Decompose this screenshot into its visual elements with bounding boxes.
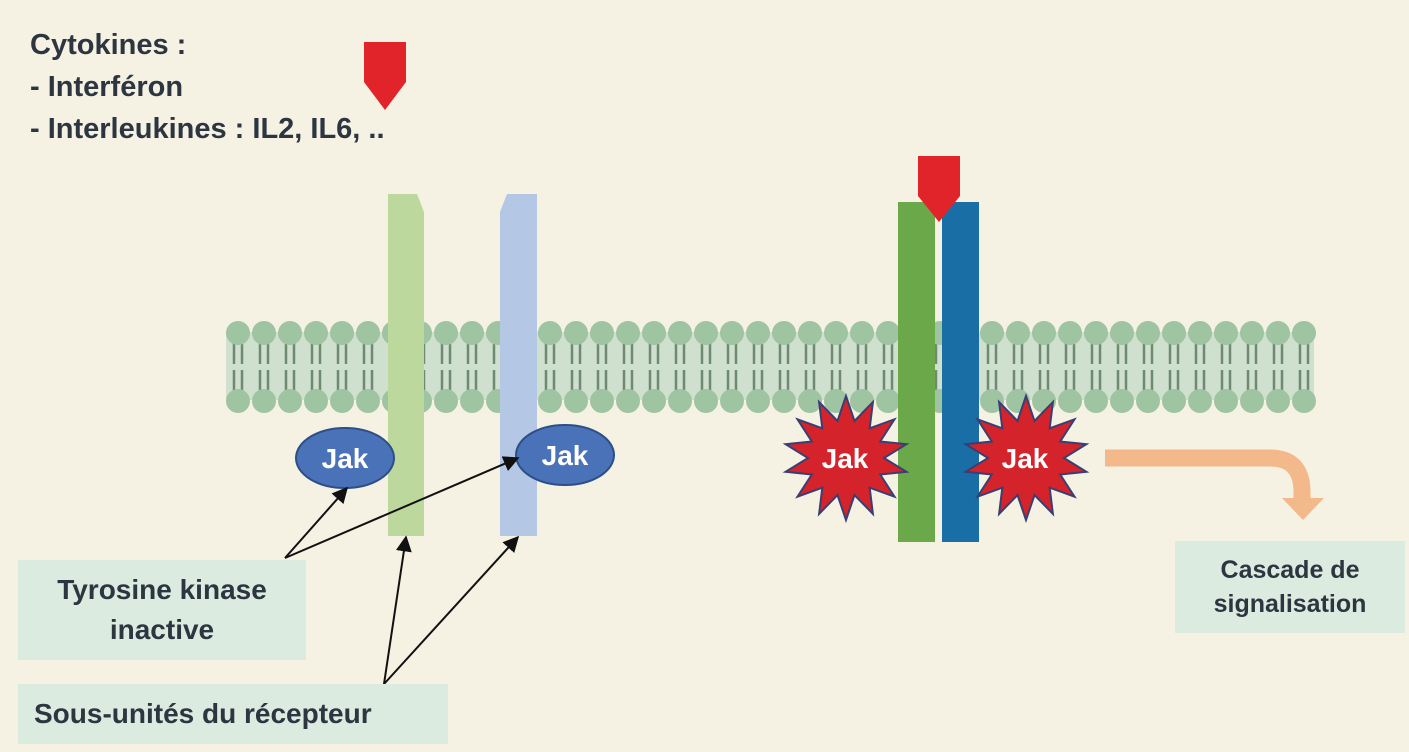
lipid-head xyxy=(1136,321,1160,345)
cytokines-legend: Cytokines : - Interféron - Interleukines… xyxy=(30,24,385,150)
lipid-head xyxy=(304,389,328,413)
lipid-head xyxy=(1110,321,1134,345)
signaling-cascade-label: Cascade de signalisation xyxy=(1175,541,1405,633)
lipid-head xyxy=(876,389,900,413)
lipid-head xyxy=(824,321,848,345)
tyrosine-kinase-line1: Tyrosine kinase xyxy=(57,574,267,605)
lipid-head xyxy=(564,321,588,345)
lipid-head xyxy=(1084,321,1108,345)
tyrosine-kinase-label: Tyrosine kinase inactive xyxy=(18,560,306,660)
jak-inactive-right: Jak xyxy=(515,424,615,486)
lipid-head xyxy=(1058,389,1082,413)
receptor-subunit-blue-inactive xyxy=(500,194,537,536)
lipid-head xyxy=(642,389,666,413)
jak-label: Jak xyxy=(542,440,589,471)
lipid-head xyxy=(1162,389,1186,413)
cascade-arrow xyxy=(1105,449,1324,520)
lipid-head xyxy=(850,321,874,345)
tyrosine-kinase-line2: inactive xyxy=(109,614,215,645)
cascade-line2: signalisation xyxy=(1213,590,1367,618)
jak-label: Jak xyxy=(1002,443,1049,474)
lipid-head xyxy=(590,321,614,345)
lipid-head xyxy=(1162,321,1186,345)
lipid-head xyxy=(590,389,614,413)
receptor-subunit-green-active xyxy=(898,202,935,542)
pointer-arrows xyxy=(284,456,520,685)
lipid-head xyxy=(876,321,900,345)
jak-active-left: Jak xyxy=(782,392,910,524)
lipid-head xyxy=(434,321,458,345)
lipid-head xyxy=(252,389,276,413)
lipid-head xyxy=(1188,389,1212,413)
cell-membrane xyxy=(226,321,1316,413)
lipid-head xyxy=(642,321,666,345)
lipid-head xyxy=(1136,389,1160,413)
lipid-head xyxy=(434,389,458,413)
lipid-head xyxy=(1084,389,1108,413)
jak-label: Jak xyxy=(822,443,869,474)
cytokine-item-interleukins: - Interleukines : IL2, IL6, .. xyxy=(30,113,385,145)
lipid-head xyxy=(798,321,822,345)
receptor-subunits-label: Sous-unités du récepteur xyxy=(18,684,448,744)
lipid-head xyxy=(1292,389,1316,413)
lipid-head xyxy=(278,321,302,345)
lipid-head xyxy=(538,321,562,345)
lipid-head xyxy=(330,389,354,413)
receptor-subunits-text: Sous-unités du récepteur xyxy=(34,698,372,729)
lipid-head xyxy=(668,389,692,413)
lipid-head xyxy=(1266,389,1290,413)
lipid-head xyxy=(278,389,302,413)
cascade-line1: Cascade de xyxy=(1220,556,1360,584)
lipid-head xyxy=(1058,321,1082,345)
lipid-head xyxy=(798,389,822,413)
receptor-subunit-green-inactive xyxy=(388,194,424,536)
lipid-head xyxy=(1266,321,1290,345)
jak-label: Jak xyxy=(322,443,369,474)
lipid-head xyxy=(1214,389,1238,413)
lipid-head xyxy=(226,321,250,345)
lipid-head xyxy=(772,389,796,413)
cytokines-heading: Cytokines : xyxy=(30,29,187,61)
cytokine-marker-free xyxy=(364,42,406,110)
lipid-head xyxy=(330,321,354,345)
lipid-head xyxy=(720,389,744,413)
lipid-head xyxy=(1240,321,1264,345)
lipid-head xyxy=(746,389,770,413)
lipid-head xyxy=(772,321,796,345)
lipid-head xyxy=(252,321,276,345)
lipid-head xyxy=(694,321,718,345)
lipid-head xyxy=(460,389,484,413)
lipid-head xyxy=(1032,321,1056,345)
lipid-head xyxy=(694,389,718,413)
jak-active-right: Jak xyxy=(962,392,1090,524)
jak-inactive-left: Jak xyxy=(295,427,395,489)
lipid-head xyxy=(538,389,562,413)
lipid-head xyxy=(980,389,1004,413)
lipid-head xyxy=(304,321,328,345)
receptor-subunit-blue-active xyxy=(942,202,979,542)
lipid-head xyxy=(1240,389,1264,413)
lipid-head xyxy=(980,321,1004,345)
lipid-head xyxy=(1214,321,1238,345)
lipid-head xyxy=(1110,389,1134,413)
lipid-head xyxy=(564,389,588,413)
lipid-head xyxy=(720,321,744,345)
lipid-head xyxy=(616,389,640,413)
lipid-head xyxy=(668,321,692,345)
lipid-head xyxy=(356,389,380,413)
lipid-head xyxy=(226,389,250,413)
cytokine-marker-bound xyxy=(918,156,960,222)
lipid-head xyxy=(460,321,484,345)
lipid-head xyxy=(356,321,380,345)
cytokine-item-interferon: - Interféron xyxy=(30,71,184,103)
lipid-head xyxy=(746,321,770,345)
lipid-head xyxy=(616,321,640,345)
lipid-head xyxy=(1006,321,1030,345)
lipid-head xyxy=(1292,321,1316,345)
lipid-head xyxy=(1188,321,1212,345)
